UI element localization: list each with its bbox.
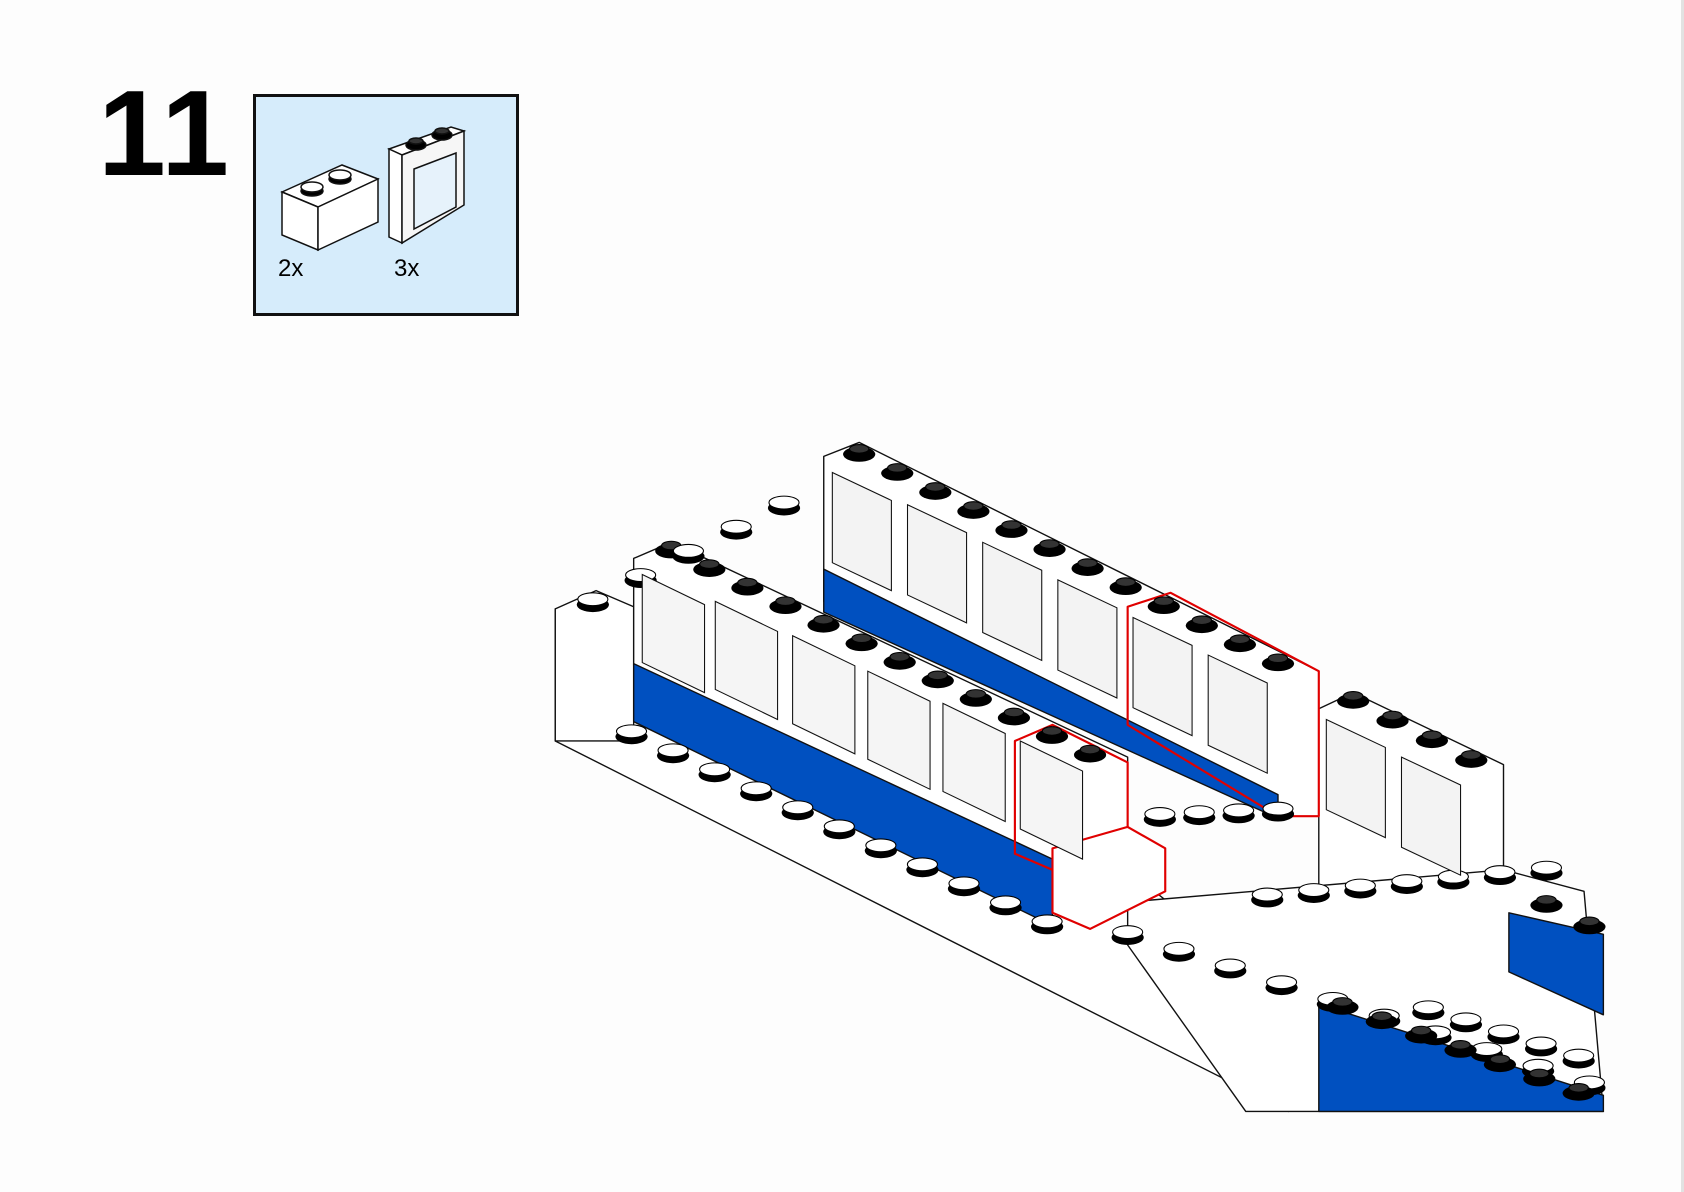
stud xyxy=(1267,653,1289,664)
stud xyxy=(823,819,855,834)
left-block xyxy=(554,589,635,742)
stud xyxy=(1344,878,1376,893)
stud xyxy=(1489,1054,1511,1065)
stud xyxy=(1003,707,1025,718)
stud xyxy=(1421,730,1443,741)
stud xyxy=(1214,958,1246,973)
parts-callout: 2x 3x xyxy=(253,94,519,316)
window-pane xyxy=(714,600,779,721)
stud xyxy=(1191,615,1213,626)
stud xyxy=(1077,558,1098,568)
stud xyxy=(1536,895,1557,905)
stud xyxy=(1039,539,1060,549)
window-frame xyxy=(1400,756,1462,877)
stud xyxy=(1530,860,1563,875)
stud xyxy=(782,800,814,815)
stud xyxy=(1079,744,1101,755)
stud xyxy=(740,781,772,796)
stud xyxy=(1183,805,1215,820)
stud xyxy=(1266,975,1298,990)
window-frame xyxy=(1207,654,1268,775)
stud xyxy=(1332,997,1353,1007)
stud xyxy=(699,559,720,569)
step-number: 11 xyxy=(98,65,231,201)
stud xyxy=(737,577,758,588)
stud xyxy=(1223,803,1255,818)
window-frame xyxy=(1132,616,1193,737)
stud xyxy=(657,743,689,758)
stud xyxy=(1450,1012,1482,1027)
stud xyxy=(1487,1024,1520,1039)
stud xyxy=(1484,865,1516,880)
stud xyxy=(1568,1083,1589,1093)
stud xyxy=(615,724,648,739)
quantity-label: 3x xyxy=(394,255,420,282)
window-pane xyxy=(1019,740,1084,860)
stud xyxy=(699,762,731,777)
stud xyxy=(1410,1025,1432,1036)
stud xyxy=(1525,1036,1557,1051)
stud xyxy=(1262,801,1294,816)
window-pane xyxy=(641,573,706,694)
window-pane xyxy=(867,670,931,791)
stud xyxy=(720,519,752,534)
quantity-label: 2x xyxy=(278,255,304,282)
stud xyxy=(1163,941,1195,956)
stud xyxy=(989,895,1022,910)
stud xyxy=(948,876,980,891)
new-window-back xyxy=(1126,591,1320,818)
stud xyxy=(925,482,946,492)
stud xyxy=(1153,596,1174,607)
window-pane xyxy=(942,702,1006,823)
stud xyxy=(1031,914,1063,929)
stud xyxy=(1450,1040,1471,1050)
stud xyxy=(1579,916,1600,927)
stud xyxy=(1461,750,1482,760)
stud xyxy=(963,501,984,511)
window-frame xyxy=(1325,718,1386,839)
stud xyxy=(887,463,908,473)
stud xyxy=(865,838,897,853)
stud xyxy=(775,596,796,607)
stud xyxy=(577,592,609,607)
stud xyxy=(1115,577,1136,587)
studs xyxy=(576,444,1606,1101)
stud xyxy=(1563,1048,1595,1063)
stud xyxy=(1112,925,1144,940)
stud xyxy=(1382,710,1403,721)
stud xyxy=(1412,1000,1444,1015)
window-frame xyxy=(982,541,1043,662)
stud xyxy=(1001,520,1022,530)
window-frame xyxy=(1057,579,1118,699)
stud xyxy=(1342,691,1364,701)
stud xyxy=(965,689,987,699)
stud xyxy=(1391,874,1423,889)
stud xyxy=(848,444,870,454)
stud xyxy=(906,857,939,872)
stud xyxy=(768,495,800,510)
stud xyxy=(889,651,910,662)
stud xyxy=(851,633,872,644)
brick-1x2-icon xyxy=(280,164,380,252)
window-1x2x2-icon xyxy=(387,126,467,245)
stud xyxy=(927,670,948,681)
stud xyxy=(1529,1068,1550,1079)
stud xyxy=(1144,807,1176,821)
scrollbar[interactable] xyxy=(1681,0,1684,1192)
stud xyxy=(1251,887,1283,902)
window-frame xyxy=(906,503,968,624)
stud xyxy=(1371,1011,1393,1022)
stud xyxy=(1298,883,1330,898)
stud xyxy=(672,543,705,558)
window-frame xyxy=(831,471,892,592)
window-pane xyxy=(792,634,856,755)
stud xyxy=(1229,634,1251,645)
stud xyxy=(813,614,834,625)
stud xyxy=(1041,726,1063,736)
lower-blue-1 xyxy=(1508,912,1605,1016)
